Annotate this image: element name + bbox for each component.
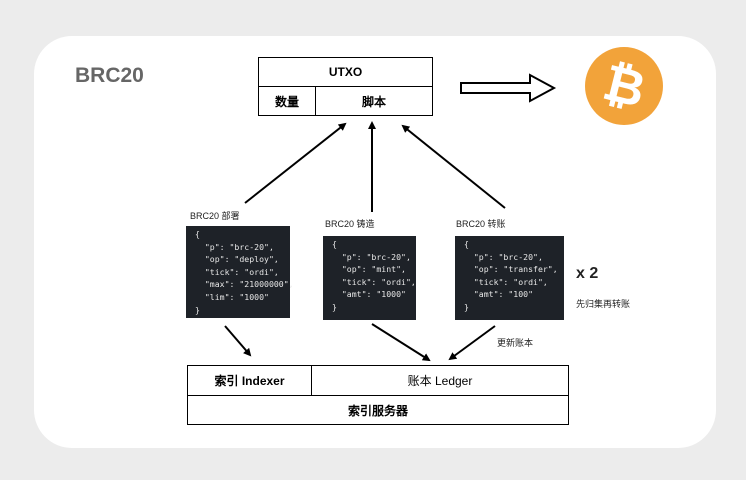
transfer-label: BRC20 转账 (456, 219, 506, 229)
utxo-script-cell: 脚本 (315, 86, 433, 116)
code-line: } (332, 301, 337, 312)
code-line: "p": "brc-20", (332, 251, 411, 262)
utxo-amount-cell: 数量 (258, 86, 316, 116)
index-server-label: 索引服务器 (347, 403, 408, 418)
code-line: "max": "21000000", (195, 279, 294, 290)
transfer-to-ledger-arrow (448, 325, 496, 361)
code-line: "p": "brc-20", (464, 251, 543, 262)
code-line: { (332, 239, 337, 249)
transfer-to-script-arrow (401, 124, 506, 209)
multiplier-label: x 2 (576, 265, 599, 282)
transfer-code-block: { "p": "brc-20", "op": "transfer", "tick… (455, 236, 564, 320)
code-line: { (195, 229, 200, 239)
code-line: "tick": "ordi", (195, 266, 279, 277)
utxo-amount-label: 数量 (274, 94, 299, 109)
hollow-right-arrow (460, 73, 557, 103)
code-line: } (195, 304, 200, 315)
mint-code-block: { "p": "brc-20", "op": "mint", "tick": "… (323, 236, 416, 320)
utxo-script-label: 脚本 (361, 94, 386, 109)
index-server-cell: 索引服务器 (187, 395, 569, 425)
code-line: "op": "mint", (332, 264, 406, 275)
deploy-to-indexer-arrow (224, 325, 252, 357)
multiplier-note: 先归集再转账 (576, 299, 631, 309)
mint-to-ledger-arrow (371, 323, 431, 362)
code-line: "lim": "1000" (195, 291, 269, 302)
bitcoin-icon: ₿ (585, 47, 663, 125)
deploy-code-block: { "p": "brc-20", "op": "deploy", "tick":… (186, 226, 294, 318)
mint-label: BRC20 铸造 (325, 219, 375, 229)
ledger-label: 账本 Ledger (407, 374, 473, 388)
deploy-to-script-arrow (244, 122, 347, 204)
diagram-title: BRC20 (75, 64, 144, 87)
ledger-cell: 账本 Ledger (311, 365, 569, 396)
update-ledger-note: 更新账本 (497, 338, 534, 348)
code-line: } (464, 301, 469, 312)
code-line: { (464, 239, 469, 249)
code-line: "op": "transfer", (464, 264, 558, 275)
utxo-header-cell: UTXO (258, 57, 433, 87)
code-line: "p": "brc-20", (195, 241, 274, 252)
indexer-cell: 索引 Indexer (187, 365, 312, 396)
code-line: "amt": "100" (464, 289, 534, 300)
utxo-header: UTXO (328, 65, 363, 79)
code-line: "tick": "ordi", (464, 276, 548, 287)
code-line: "amt": "1000" (332, 289, 406, 300)
code-line: "tick": "ordi", (332, 276, 416, 287)
deploy-label: BRC20 部署 (190, 211, 240, 221)
indexer-label: 索引 Indexer (214, 374, 285, 388)
code-line: "op": "deploy", (195, 254, 279, 265)
